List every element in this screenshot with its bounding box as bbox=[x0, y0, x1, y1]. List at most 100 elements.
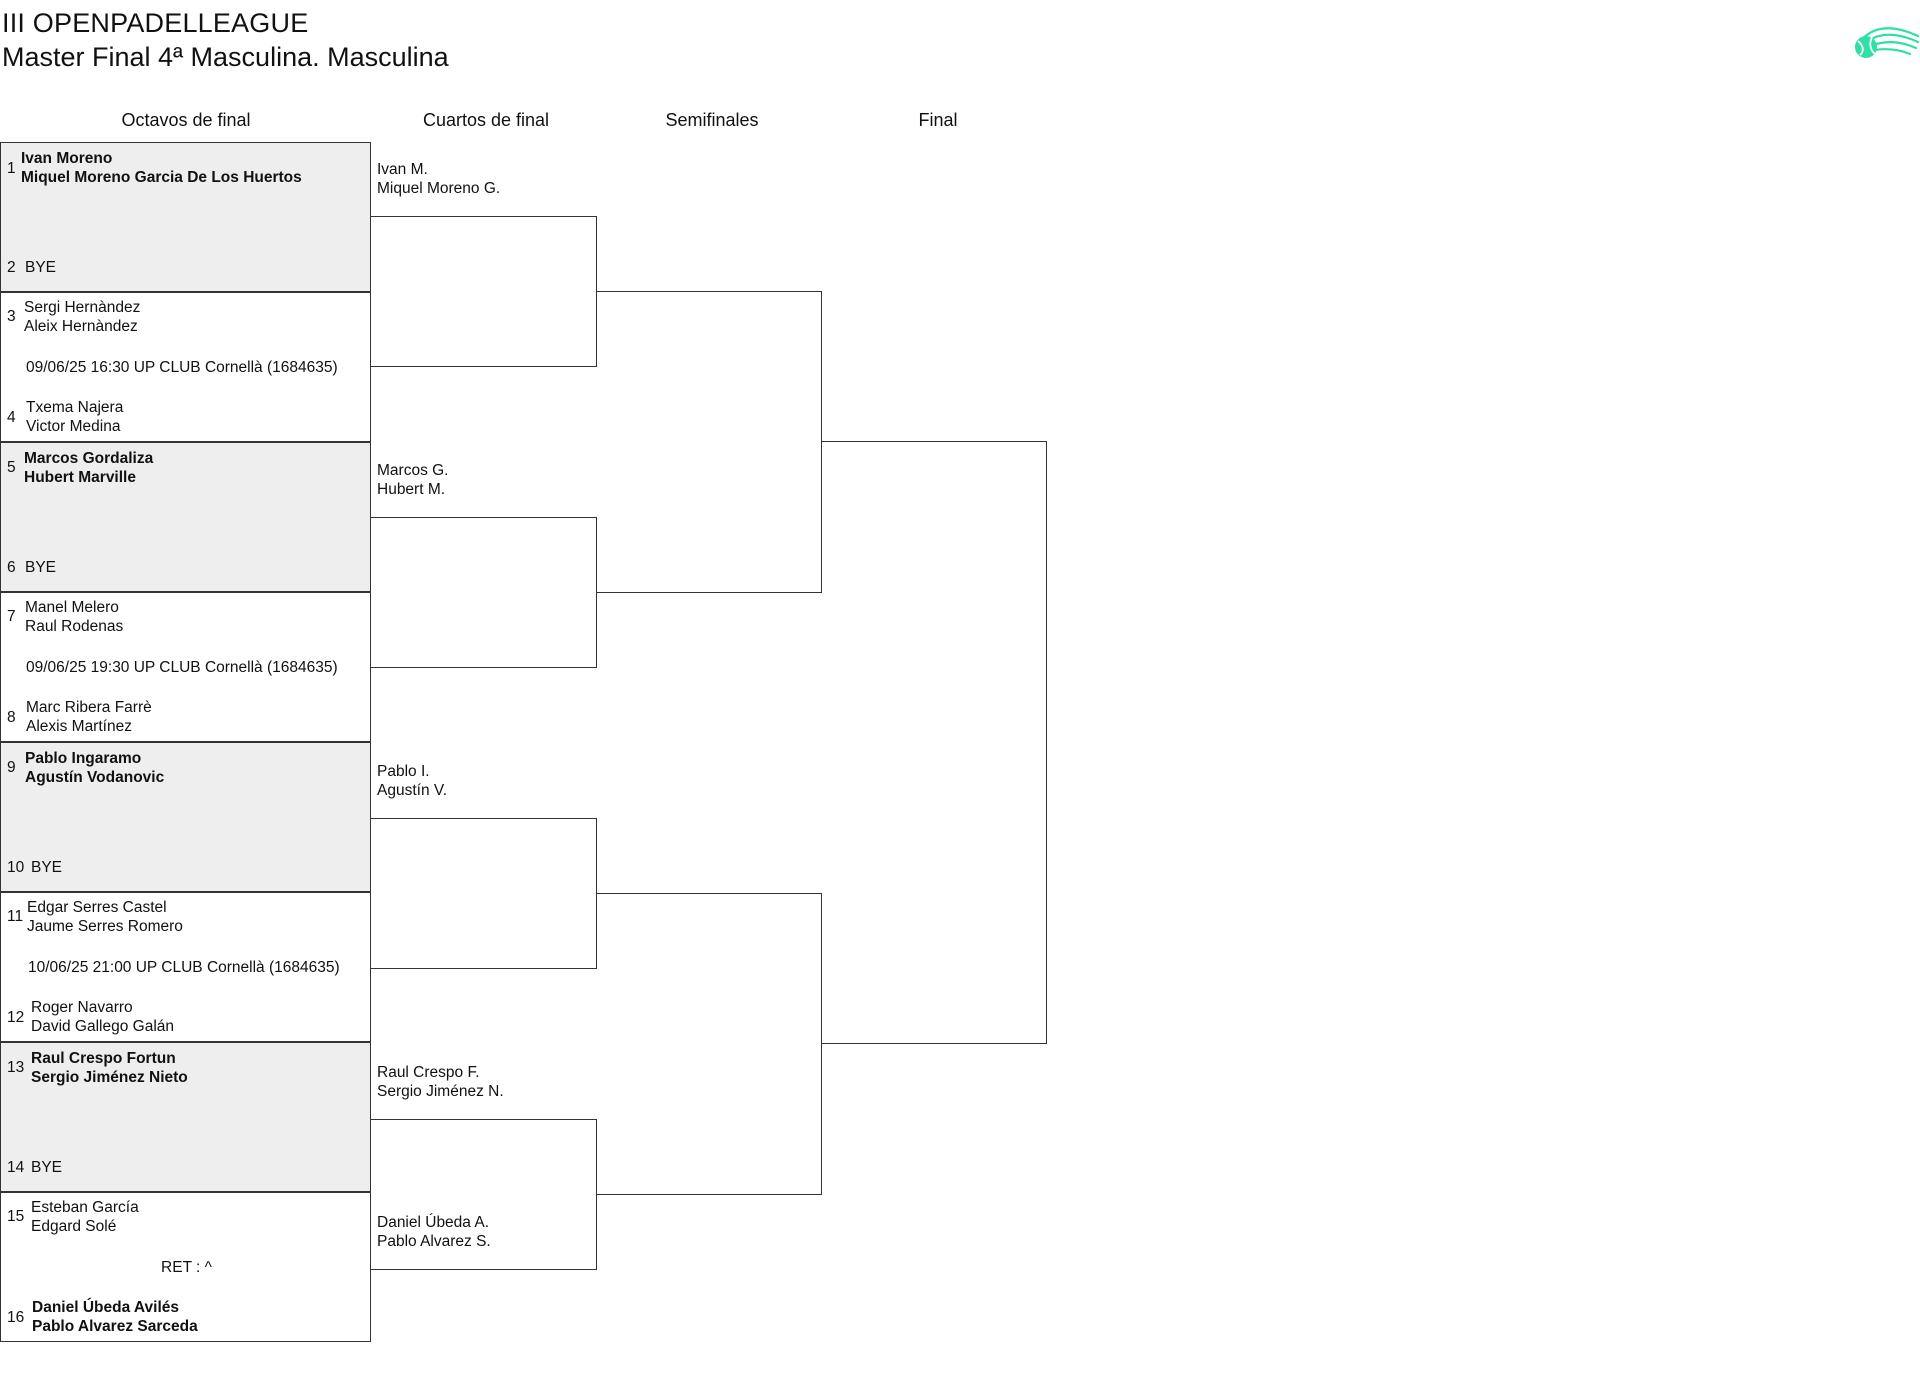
bracket-line bbox=[596, 291, 822, 292]
player-name: Edgard Solé bbox=[31, 1218, 117, 1235]
player-name: Daniel Úbeda Avilés bbox=[32, 1299, 180, 1316]
draw-subtitle: Master Final 4ª Masculina. Masculina bbox=[2, 42, 449, 72]
seed-number: 11 bbox=[7, 908, 24, 925]
bracket-line bbox=[371, 517, 597, 518]
seed-number: 6 bbox=[7, 559, 16, 576]
bracket-line bbox=[596, 893, 822, 894]
player-name: Agustín V. bbox=[377, 782, 448, 799]
qf-team-8: Daniel Úbeda A. Pablo Alvarez S. bbox=[377, 1213, 491, 1251]
seed-number: 5 bbox=[7, 459, 16, 476]
seed-number: 13 bbox=[7, 1059, 25, 1076]
player-name: Pablo Ingaramo bbox=[25, 750, 142, 767]
player-name: Roger Navarro bbox=[31, 999, 133, 1016]
player-name: Pablo I. bbox=[377, 763, 430, 780]
bracket-line bbox=[596, 1194, 822, 1195]
player-name: Miquel Moreno Garcia De Los Huertos bbox=[21, 169, 302, 186]
team-top: Esteban García Edgard Solé bbox=[31, 1198, 139, 1236]
team-top: Edgar Serres Castel Jaume Serres Romero bbox=[27, 898, 183, 936]
r16-match-2: 3 Sergi Hernàndez Aleix Hernàndez 09/06/… bbox=[0, 292, 371, 442]
player-name: Jaume Serres Romero bbox=[27, 918, 183, 935]
tournament-title: III OPENPADELLEAGUE bbox=[2, 8, 309, 38]
bracket-line bbox=[371, 366, 597, 367]
seed-number: 9 bbox=[7, 759, 16, 776]
r16-match-4: 7 Manel Melero Raul Rodenas 09/06/25 19:… bbox=[0, 592, 371, 742]
player-name: Ivan Moreno bbox=[21, 150, 113, 167]
player-name: BYE bbox=[25, 259, 57, 276]
r16-match-5: 9 Pablo Ingaramo Agustín Vodanovic 10 BY… bbox=[0, 742, 371, 892]
seed-number: 15 bbox=[7, 1208, 25, 1225]
match-schedule: 09/06/25 16:30 UP CLUB Cornellà (1684635… bbox=[26, 359, 338, 376]
player-name: Raul Crespo F. bbox=[377, 1064, 480, 1081]
seed-number: 4 bbox=[7, 409, 16, 426]
seed-number: 2 bbox=[7, 259, 16, 276]
player-name: Raul Rodenas bbox=[25, 618, 124, 635]
player-name: Pablo Alvarez S. bbox=[377, 1233, 491, 1250]
player-name: David Gallego Galán bbox=[31, 1018, 175, 1035]
player-name: Aleix Hernàndez bbox=[24, 318, 138, 335]
qf-team-5: Pablo I. Agustín V. bbox=[377, 762, 447, 800]
player-name: Ivan M. bbox=[377, 161, 428, 178]
team-top: Ivan Moreno Miquel Moreno Garcia De Los … bbox=[21, 149, 302, 187]
team-bottom: BYE bbox=[25, 558, 56, 577]
bracket-line bbox=[596, 592, 822, 593]
player-name: Sergio Jiménez N. bbox=[377, 1083, 504, 1100]
bracket-line bbox=[371, 1119, 597, 1120]
team-bottom: Roger Navarro David Gallego Galán bbox=[31, 998, 174, 1036]
team-bottom: BYE bbox=[25, 258, 56, 277]
bracket-line bbox=[371, 1269, 597, 1270]
seed-number: 16 bbox=[7, 1309, 25, 1326]
player-name: Raul Crespo Fortun bbox=[31, 1050, 176, 1067]
player-name: BYE bbox=[31, 859, 63, 876]
player-name: Agustín Vodanovic bbox=[25, 769, 165, 786]
player-name: Daniel Úbeda A. bbox=[377, 1214, 490, 1231]
player-name: Marcos G. bbox=[377, 462, 449, 479]
round-header-final: Final bbox=[918, 110, 958, 130]
team-bottom: Marc Ribera Farrè Alexis Martínez bbox=[26, 698, 152, 736]
player-name: BYE bbox=[31, 1159, 63, 1176]
seed-number: 7 bbox=[7, 608, 16, 625]
bracket-line bbox=[821, 1043, 1047, 1044]
team-bottom: Txema Najera Victor Medina bbox=[26, 398, 123, 436]
match-schedule: 10/06/25 21:00 UP CLUB Cornellà (1684635… bbox=[28, 959, 340, 976]
player-name: BYE bbox=[25, 559, 57, 576]
team-bottom: Daniel Úbeda Avilés Pablo Alvarez Sarced… bbox=[32, 1298, 198, 1336]
tennis-ball-logo-icon bbox=[1855, 27, 1920, 58]
player-name: Marcos Gordaliza bbox=[24, 450, 154, 467]
player-name: Miquel Moreno G. bbox=[377, 180, 501, 197]
player-name: Edgar Serres Castel bbox=[27, 899, 167, 916]
r16-match-6: 11 Edgar Serres Castel Jaume Serres Rome… bbox=[0, 892, 371, 1042]
bracket-line bbox=[821, 441, 1047, 442]
round-header-cuartos: Cuartos de final bbox=[422, 110, 550, 130]
player-name: Sergio Jiménez Nieto bbox=[31, 1069, 188, 1086]
bracket-line bbox=[371, 216, 597, 217]
r16-match-1: 1 Ivan Moreno Miquel Moreno Garcia De Lo… bbox=[0, 142, 371, 292]
bracket-line bbox=[821, 291, 822, 593]
player-name: Sergi Hernàndez bbox=[24, 299, 141, 316]
bracket-line bbox=[821, 893, 822, 1195]
r16-match-8: 15 Esteban García Edgard Solé RET : ^ 16… bbox=[0, 1192, 371, 1342]
player-name: Marc Ribera Farrè bbox=[26, 699, 152, 716]
player-name: Esteban García bbox=[31, 1199, 139, 1216]
r16-match-3: 5 Marcos Gordaliza Hubert Marville 6 BYE bbox=[0, 442, 371, 592]
seed-number: 3 bbox=[7, 308, 16, 325]
team-top: Manel Melero Raul Rodenas bbox=[25, 598, 123, 636]
player-name: Hubert M. bbox=[377, 481, 446, 498]
bracket-line bbox=[371, 667, 597, 668]
seed-number: 8 bbox=[7, 709, 16, 726]
seed-number: 12 bbox=[7, 1009, 25, 1026]
round-header-octavos: Octavos de final bbox=[121, 110, 251, 130]
team-top: Raul Crespo Fortun Sergio Jiménez Nieto bbox=[31, 1049, 188, 1087]
seed-number: 10 bbox=[7, 859, 25, 876]
qf-team-7: Raul Crespo F. Sergio Jiménez N. bbox=[377, 1063, 504, 1101]
match-schedule: 09/06/25 19:30 UP CLUB Cornellà (1684635… bbox=[26, 659, 338, 676]
qf-team-1: Ivan M. Miquel Moreno G. bbox=[377, 160, 500, 198]
team-top: Marcos Gordaliza Hubert Marville bbox=[24, 449, 153, 487]
qf-team-3: Marcos G. Hubert M. bbox=[377, 461, 448, 499]
seed-number: 1 bbox=[7, 160, 16, 177]
team-bottom: BYE bbox=[31, 1158, 62, 1177]
match-result-note: RET : ^ bbox=[161, 1259, 212, 1276]
r16-match-7: 13 Raul Crespo Fortun Sergio Jiménez Nie… bbox=[0, 1042, 371, 1192]
player-name: Alexis Martínez bbox=[26, 718, 132, 735]
title-block: III OPENPADELLEAGUE Master Final 4ª Masc… bbox=[2, 6, 449, 74]
bracket-line bbox=[371, 968, 597, 969]
